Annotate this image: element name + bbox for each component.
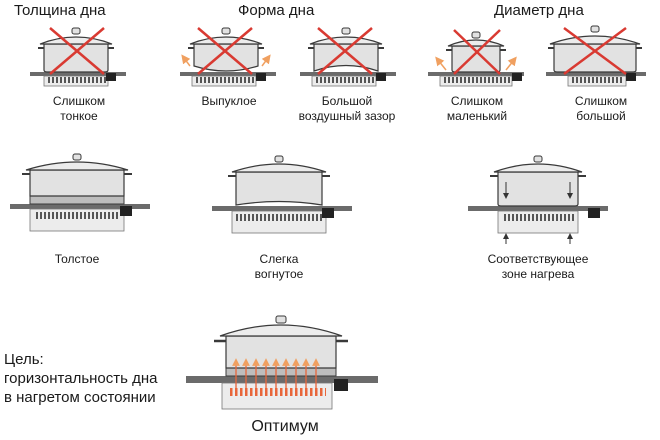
case-too-small	[428, 29, 524, 87]
label-too-thin: Слишком тонкое	[52, 94, 106, 123]
label-convex: Выпуклое	[201, 94, 257, 108]
label-optimum: Оптимум	[251, 418, 319, 435]
label-matching-zone: Соответствующее зоне нагрева	[487, 252, 589, 281]
label-too-big: Слишком большой	[574, 94, 628, 123]
label-slightly-concave: Слегка вогнутое	[254, 252, 304, 281]
label-thick: Толстое	[54, 252, 100, 266]
case-optimum	[186, 315, 378, 410]
header-diameter: Диаметр дна	[494, 2, 584, 19]
goal-text: Цель: горизонтальность дна в нагретом со…	[4, 351, 158, 406]
case-too-thin	[30, 27, 126, 87]
header-shape: Форма дна	[238, 2, 315, 19]
case-too-big	[546, 25, 646, 87]
header-thickness: Толщина дна	[14, 2, 106, 19]
case-slightly-concave	[212, 155, 352, 234]
case-thick	[10, 153, 150, 232]
label-air-gap: Большой воздушный зазор	[298, 94, 396, 123]
label-too-small: Слишком маленький	[446, 94, 508, 123]
case-matching-zone	[468, 155, 608, 244]
case-air-gap	[300, 27, 396, 87]
case-convex	[180, 27, 276, 87]
